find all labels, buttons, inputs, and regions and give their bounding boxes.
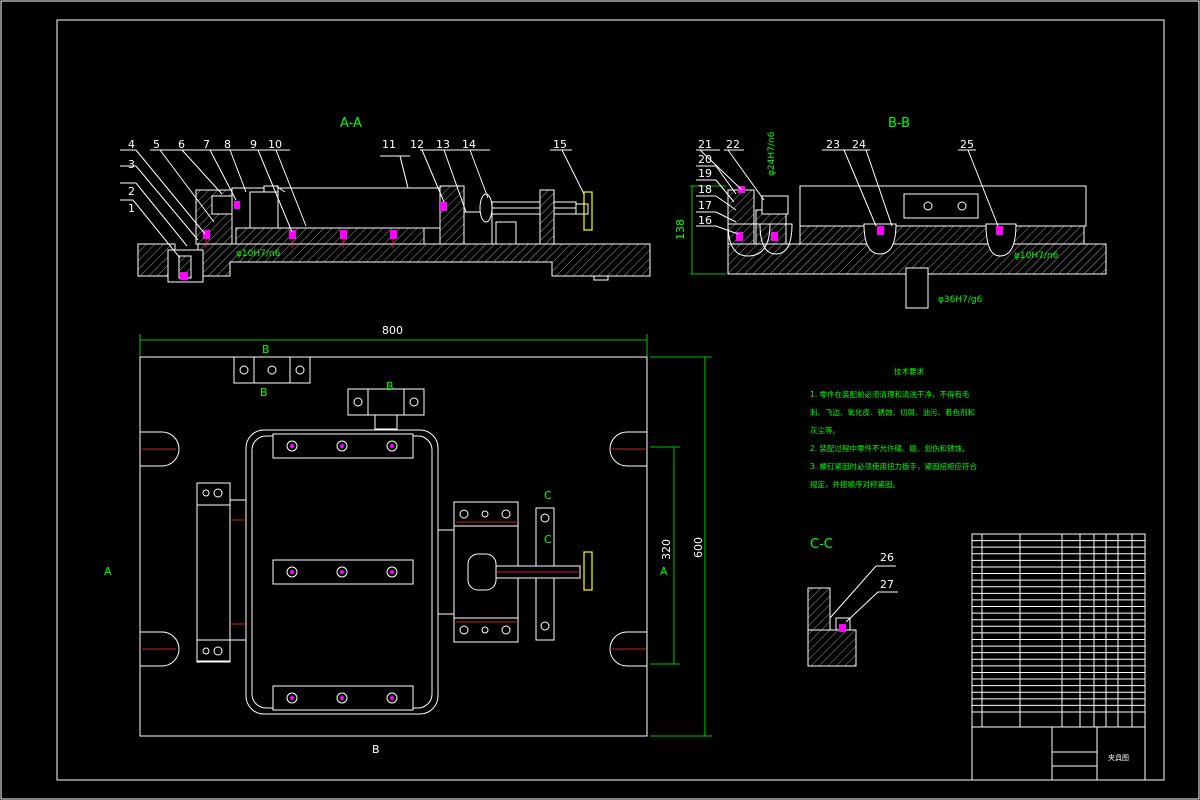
dim-138: 138 [674, 219, 687, 240]
part-label-14: 14 [462, 138, 476, 151]
u-slot-tr [609, 431, 647, 467]
cc-block [807, 587, 831, 631]
part-label-11: 11 [382, 138, 396, 151]
part-label-16: 16 [698, 214, 712, 227]
view-marker-b-top3: B [386, 380, 394, 393]
part-label-2: 2 [128, 185, 135, 198]
part-label-7: 7 [203, 138, 210, 151]
part-label-15: 15 [553, 138, 567, 151]
u-slot-bl [140, 631, 180, 667]
dim-dia10-bb: φ10H7/n6 [1014, 251, 1059, 261]
view-marker-b-top: B [262, 343, 270, 356]
view-marker-b-top2: B [260, 386, 268, 399]
view-marker-c2: C [544, 533, 552, 546]
left-clamp-bar [196, 482, 231, 662]
part-label-10: 10 [268, 138, 282, 151]
locator-block-1 [233, 356, 311, 384]
dim-dia24: φ24H7/n6 [767, 131, 777, 176]
tech-line-5: 3. 螺钉紧固时必须使用扭力扳手，紧固扭矩应符合 [810, 461, 978, 471]
part-label-17: 17 [698, 199, 712, 212]
part-label-25: 25 [960, 138, 974, 151]
part-label-24: 24 [852, 138, 866, 151]
part-label-19: 19 [698, 167, 712, 180]
part-label-6: 6 [178, 138, 185, 151]
part-label-23: 23 [826, 138, 840, 151]
view-marker-a-left: A [104, 565, 112, 578]
dim-320: 320 [660, 539, 673, 560]
tech-line-4: 2. 装配过程中零件不允许磕、碰、划伤和锈蚀。 [810, 443, 970, 453]
technical-requirements: 技术要求 1. 零件在装配前必须清理和清洗干净，不得有毛 刺、飞边、氧化皮、锈蚀… [810, 366, 978, 489]
aa-base-plate [137, 243, 651, 277]
title-block: 夹具图 [971, 533, 1146, 781]
part-label-26: 26 [880, 551, 894, 564]
u-slot-br [609, 631, 647, 667]
part-label-20: 20 [698, 153, 712, 166]
part-label-21: 21 [698, 138, 712, 151]
drawing-name: 夹具图 [1108, 753, 1129, 762]
section-bb-title: B-B [888, 116, 910, 131]
aa-handle [583, 191, 593, 231]
part-label-27: 27 [880, 578, 894, 591]
section-bb: B-B 138 φ10H7/n6 φ36H7/g6 φ24H7/n6 [674, 116, 1107, 309]
plan-view: 800 600 320 [104, 324, 712, 756]
section-aa: A-A [120, 116, 651, 283]
dim-800: 800 [382, 324, 403, 337]
bb-key [905, 267, 929, 309]
plan-handle [583, 551, 593, 591]
view-marker-c1: C [544, 489, 552, 502]
tech-line-3: 灰尘等。 [810, 425, 840, 435]
dim-dia10-aa: φ10H7/n6 [236, 249, 281, 259]
inner-border [56, 19, 1165, 781]
aa-fixed-jaw [439, 185, 465, 245]
part-label-13: 13 [436, 138, 450, 151]
part-label-5: 5 [153, 138, 160, 151]
part-label-9: 9 [250, 138, 257, 151]
part-label-4: 4 [128, 138, 135, 151]
part-label-3: 3 [128, 158, 135, 171]
view-marker-a-right: A [660, 565, 668, 578]
u-slot-tl [140, 431, 180, 467]
part-label-8: 8 [224, 138, 231, 151]
view-marker-b-bottom: B [372, 743, 380, 756]
section-cc-title: C-C [810, 537, 833, 552]
tech-line-1: 1. 零件在装配前必须清理和清洗干净，不得有毛 [810, 389, 970, 399]
part-label-18: 18 [698, 183, 712, 196]
dim-600: 600 [692, 537, 705, 558]
plan-base-plate [139, 356, 648, 737]
section-cc: C-C 26 27 [807, 537, 898, 667]
tech-line-2: 刺、飞边、氧化皮、锈蚀、切屑、油污、着色剂和 [810, 407, 975, 417]
dim-dia36: φ36H7/g6 [938, 295, 983, 305]
part-label-1: 1 [128, 202, 135, 215]
section-aa-title: A-A [340, 116, 362, 131]
part-label-12: 12 [410, 138, 424, 151]
tech-line-6: 规定，并按顺序对称紧固。 [810, 479, 900, 489]
tech-title: 技术要求 [894, 366, 924, 376]
part-label-22: 22 [726, 138, 740, 151]
